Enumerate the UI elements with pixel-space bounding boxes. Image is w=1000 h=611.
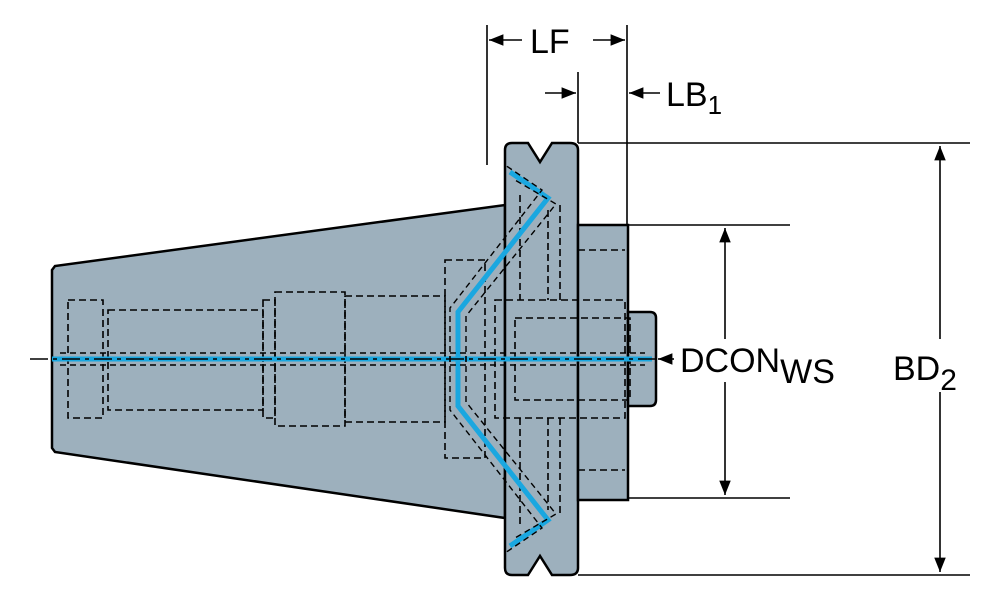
- dimension-lf: LF: [486, 23, 628, 225]
- label-dcon-ws: DCONWS: [680, 342, 835, 391]
- front-body: [576, 223, 630, 502]
- label-lf: LF: [530, 23, 570, 61]
- label-bd2: BD2: [893, 350, 957, 397]
- dimension-dcon-ws: DCONWS: [628, 224, 835, 499]
- dimension-bd2: BD2: [578, 142, 970, 576]
- coolant-upper-channel: [455, 169, 552, 359]
- label-lb1: LB1: [666, 76, 722, 120]
- dimension-lb1: LB1: [545, 72, 722, 143]
- coolant-lower-channel: [455, 359, 552, 549]
